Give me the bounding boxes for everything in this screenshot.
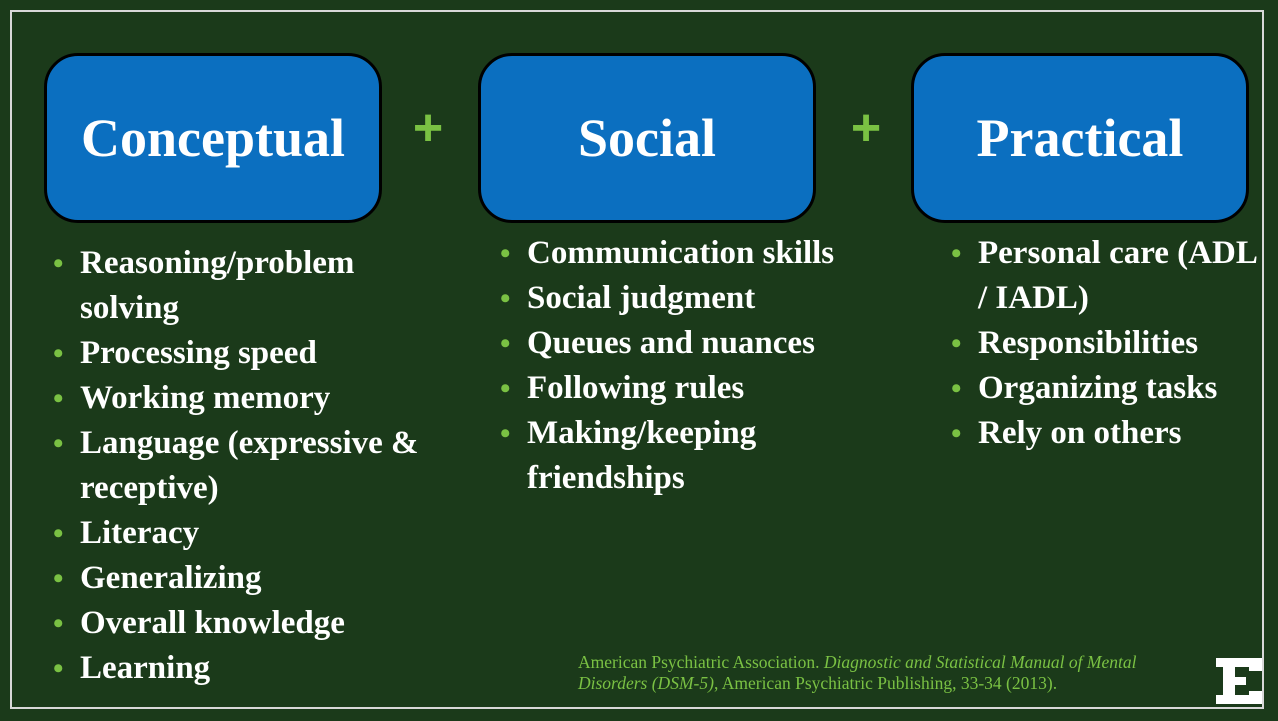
- list-item: •Making/keeping friendships: [500, 411, 900, 501]
- practical-list: •Personal care (ADL / IADL) •Responsibil…: [951, 231, 1271, 456]
- bullet-icon: •: [53, 607, 64, 640]
- bullet-icon: •: [500, 372, 511, 405]
- bullet-icon: •: [53, 247, 64, 280]
- conceptual-list: •Reasoning/problem solving •Processing s…: [53, 241, 433, 691]
- bullet-icon: •: [500, 282, 511, 315]
- list-item: •Following rules: [500, 366, 900, 411]
- bullet-icon: •: [951, 372, 962, 405]
- conceptual-box: Conceptual: [44, 53, 382, 223]
- list-item: •Social judgment: [500, 276, 900, 321]
- block-e-logo-icon: [1216, 658, 1262, 704]
- social-title: Social: [577, 108, 716, 168]
- list-item: •Reasoning/problem solving: [53, 241, 433, 331]
- bullet-icon: •: [951, 327, 962, 360]
- bullet-icon: •: [951, 237, 962, 270]
- list-item: •Language (expressive & receptive): [53, 421, 433, 511]
- bullet-icon: •: [500, 237, 511, 270]
- list-item: •Literacy: [53, 511, 433, 556]
- bullet-icon: •: [500, 417, 511, 450]
- list-item: •Processing speed: [53, 331, 433, 376]
- practical-title: Practical: [976, 108, 1184, 168]
- bullet-icon: •: [53, 652, 64, 685]
- conceptual-title: Conceptual: [80, 108, 345, 168]
- list-item: •Rely on others: [951, 411, 1271, 456]
- bullet-icon: •: [53, 337, 64, 370]
- bullet-icon: •: [53, 517, 64, 550]
- citation: American Psychiatric Association. Diagno…: [578, 652, 1137, 693]
- list-item: •Generalizing: [53, 556, 433, 601]
- practical-box: Practical: [911, 53, 1249, 223]
- social-box: Social: [478, 53, 816, 223]
- list-item: •Personal care (ADL / IADL): [951, 231, 1271, 321]
- list-item: •Organizing tasks: [951, 366, 1271, 411]
- plus-sign-1: +: [412, 99, 444, 157]
- list-item: •Queues and nuances: [500, 321, 900, 366]
- bullet-icon: •: [951, 417, 962, 450]
- bullet-icon: •: [500, 327, 511, 360]
- social-list: •Communication skills •Social judgment •…: [500, 231, 900, 501]
- list-item: •Learning: [53, 646, 433, 691]
- list-item: •Responsibilities: [951, 321, 1271, 366]
- list-item: •Working memory: [53, 376, 433, 421]
- bullet-icon: •: [53, 427, 64, 460]
- list-item: •Communication skills: [500, 231, 900, 276]
- plus-sign-2: +: [850, 99, 882, 157]
- bullet-icon: •: [53, 382, 64, 415]
- bullet-icon: •: [53, 562, 64, 595]
- slide-frame: [10, 10, 1264, 709]
- list-item: •Overall knowledge: [53, 601, 433, 646]
